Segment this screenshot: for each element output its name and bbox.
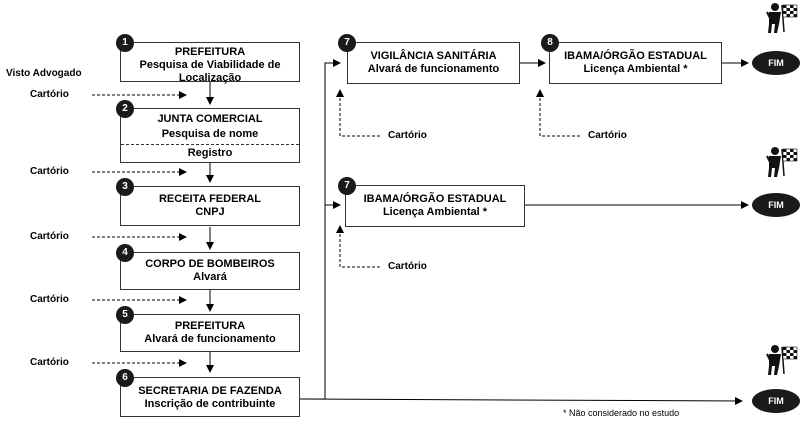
step-detail: CNPJ <box>195 206 225 218</box>
step-detail: Inscrição de contribuinte <box>144 398 276 410</box>
step-number-badge: 6 <box>116 369 134 387</box>
step-corpo-de-bombeiros: CORPO DE BOMBEIROS Alvará <box>120 252 300 290</box>
step-number-badge: 5 <box>116 306 134 324</box>
step-title: PREFEITURA <box>174 46 246 58</box>
cartorio-label: Cartório <box>30 294 69 305</box>
step-detail: Pesquisa de Viabilidade de <box>139 59 281 71</box>
step-ibama-middle: IBAMA/ÓRGÃO ESTADUAL Licença Ambiental * <box>345 185 525 227</box>
step-detail: Pesquisa de nome <box>161 128 259 140</box>
step-title: JUNTA COMERCIAL <box>157 113 263 125</box>
step-number-badge: 2 <box>116 100 134 118</box>
step-prefeitura-viabilidade: PREFEITURA Pesquisa de Viabilidade de Lo… <box>120 42 300 84</box>
step-receita-federal: RECEITA FEDERAL CNPJ <box>120 186 300 226</box>
cartorio-label: Cartório <box>388 130 427 141</box>
visto-advogado-label: Visto Advogado <box>6 68 82 79</box>
step-number-badge: 8 <box>541 34 559 52</box>
step-number-badge: 4 <box>116 244 134 262</box>
step-title: CORPO DE BOMBEIROS <box>145 258 275 270</box>
step-title: RECEITA FEDERAL <box>158 193 262 205</box>
step-number-badge: 1 <box>116 34 134 52</box>
cartorio-label: Cartório <box>388 261 427 272</box>
step-detail: Alvará de funcionamento <box>367 63 500 75</box>
step-number-badge: 7 <box>338 177 356 195</box>
step-number-badge: 7 <box>338 34 356 52</box>
step-title: IBAMA/ÓRGÃO ESTADUAL <box>564 50 707 62</box>
cartorio-label: Cartório <box>30 166 69 177</box>
step-detail: Licença Ambiental * <box>583 63 688 75</box>
person-with-flag-icon <box>766 3 798 33</box>
step-junta-comercial: JUNTA COMERCIAL Pesquisa de nome Registr… <box>120 108 300 163</box>
step-title: VIGILÂNCIA SANITÁRIA <box>370 50 497 62</box>
step-prefeitura-alvara: PREFEITURA Alvará de funcionamento <box>120 314 300 352</box>
step-detail: Alvará <box>193 271 227 283</box>
step-secretaria-fazenda: SECRETARIA DE FAZENDA Inscrição de contr… <box>120 377 300 417</box>
cartorio-label: Cartório <box>30 231 69 242</box>
step-number-badge: 3 <box>116 178 134 196</box>
step-detail-2: Localização <box>178 72 242 84</box>
person-with-flag-icon <box>766 345 798 375</box>
step-detail-2: Registro <box>187 147 233 159</box>
step-title: IBAMA/ÓRGÃO ESTADUAL <box>363 193 507 205</box>
end-node: FIM <box>752 193 800 217</box>
cartorio-label: Cartório <box>588 130 627 141</box>
step-vigilancia-sanitaria: VIGILÂNCIA SANITÁRIA Alvará de funcionam… <box>347 42 520 84</box>
step-detail: Alvará de funcionamento <box>144 333 276 345</box>
step-title: PREFEITURA <box>174 320 246 332</box>
cartorio-label: Cartório <box>30 357 69 368</box>
footnote: * Não considerado no estudo <box>563 408 680 418</box>
step-divider: Registro <box>121 144 299 160</box>
person-with-flag-icon <box>766 147 798 177</box>
end-node: FIM <box>752 51 800 75</box>
end-node: FIM <box>752 389 800 413</box>
step-title: SECRETARIA DE FAZENDA <box>138 385 282 397</box>
step-ibama-top: IBAMA/ÓRGÃO ESTADUAL Licença Ambiental * <box>549 42 722 84</box>
step-detail: Licença Ambiental * <box>382 206 488 218</box>
cartorio-label: Cartório <box>30 89 69 100</box>
